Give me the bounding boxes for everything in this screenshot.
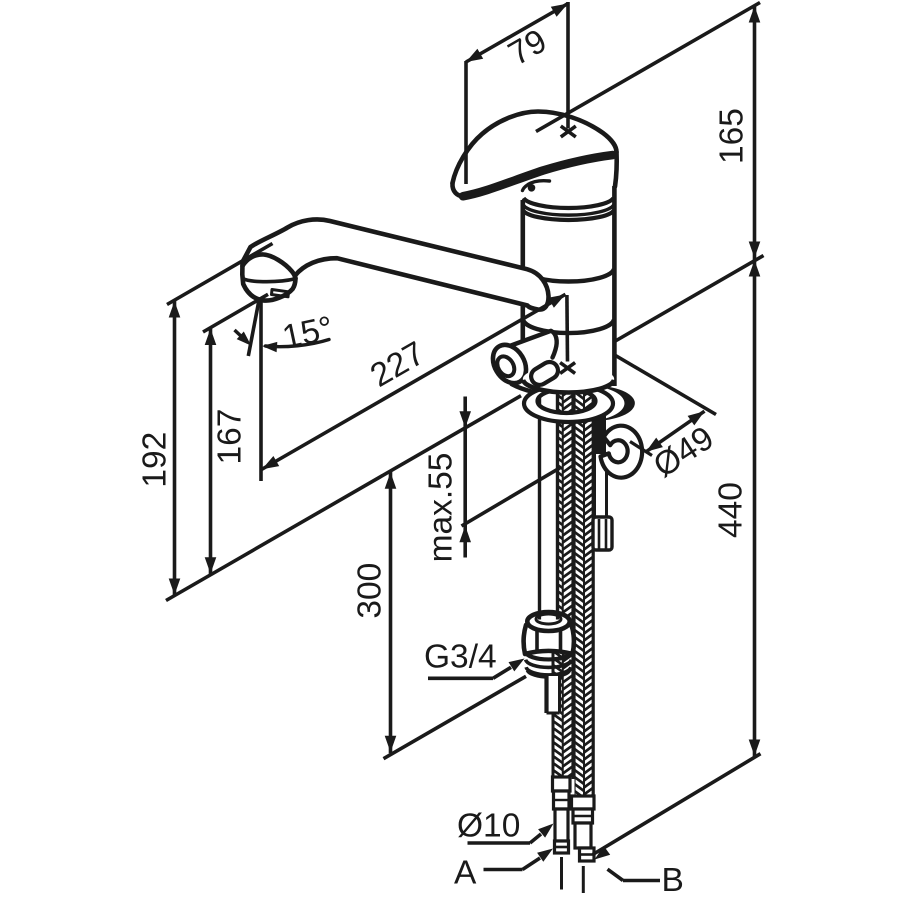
svg-text:A: A [454,855,477,892]
svg-text:Ø10: Ø10 [457,808,520,845]
svg-text:G3/4: G3/4 [424,639,497,676]
svg-text:300: 300 [351,563,388,619]
svg-text:440: 440 [713,482,750,538]
svg-text:B: B [662,862,684,899]
svg-text:max.55: max.55 [423,453,460,563]
svg-text:167: 167 [211,409,248,465]
svg-text:192: 192 [136,432,173,488]
svg-text:165: 165 [714,108,751,164]
